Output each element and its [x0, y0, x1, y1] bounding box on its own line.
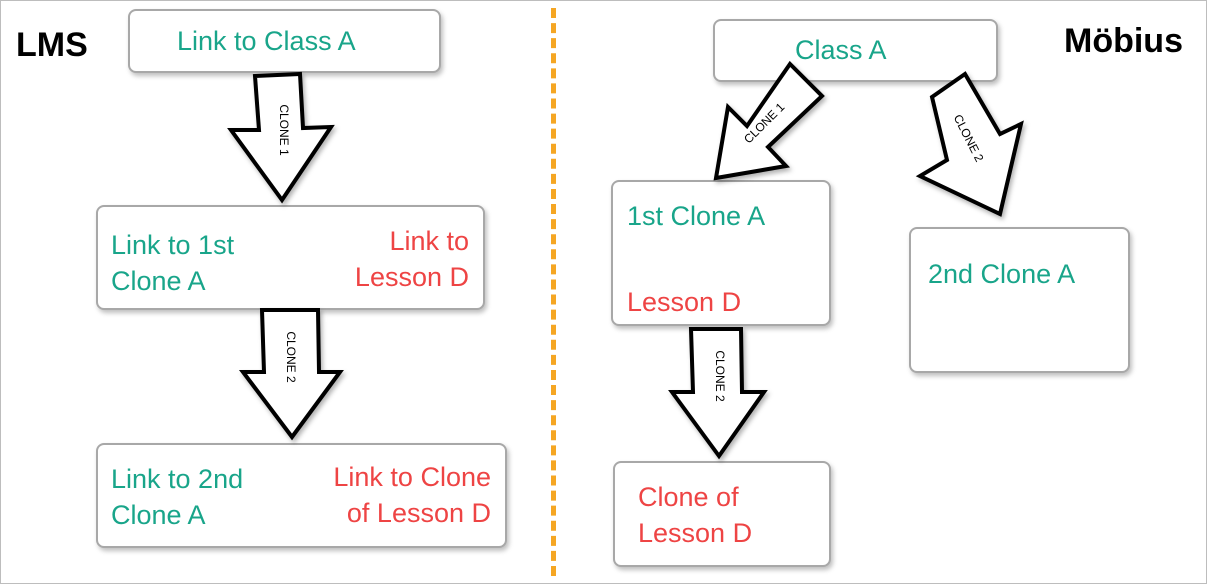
lms-clone1-arrow-icon: CLONE 1	[227, 71, 335, 204]
mobius-clone2-down-arrow-label: CLONE 2	[713, 350, 727, 402]
center-divider	[551, 8, 556, 576]
lms-title: LMS	[16, 26, 88, 64]
lms-clone2-arrow-icon: CLONE 2	[238, 308, 344, 441]
mobius-clone2-arrow-icon: CLONE 2	[915, 71, 1024, 217]
lms-class-link-text: Link to Class A	[177, 26, 356, 56]
mobius-title: Möbius	[1064, 22, 1183, 60]
mobius-lesson-clone-text: Clone of Lesson D	[638, 482, 753, 548]
mobius-clone2-down-arrow-icon: CLONE 2	[668, 327, 768, 460]
lms-class-link-box: Link to Class A	[128, 9, 441, 73]
lms-lesson-link-text: Link to Lesson D	[354, 226, 469, 292]
lms-clone1-link-text: Link to 1st Clone A	[111, 230, 235, 296]
mobius-clone1-box: 1st Clone A Lesson D	[611, 180, 831, 326]
mobius-class-box: Class A	[713, 19, 998, 82]
mobius-lesson-text: Lesson D	[627, 287, 742, 317]
lms-clone2-box: Link to 2nd Clone A Link to Clone of Les…	[96, 443, 507, 548]
mobius-class-text: Class A	[795, 35, 887, 65]
mobius-clone2-text: 2nd Clone A	[928, 259, 1076, 289]
lms-clone2-link-text: Link to 2nd Clone A	[111, 464, 244, 530]
lms-lesson-clone-link-text: Link to Clone of Lesson D	[333, 462, 491, 528]
mobius-clone1-text: 1st Clone A	[627, 201, 766, 231]
lms-clone1-arrow-label: CLONE 1	[277, 104, 291, 156]
mobius-clone1-arrow-icon: CLONE 1	[713, 60, 825, 181]
lms-clone1-box: Link to 1st Clone A Link to Lesson D	[96, 205, 485, 310]
mobius-lesson-clone-box: Clone of Lesson D	[613, 461, 831, 567]
lms-clone2-arrow-label: CLONE 2	[284, 331, 298, 383]
mobius-clone2-box: 2nd Clone A	[909, 227, 1130, 373]
